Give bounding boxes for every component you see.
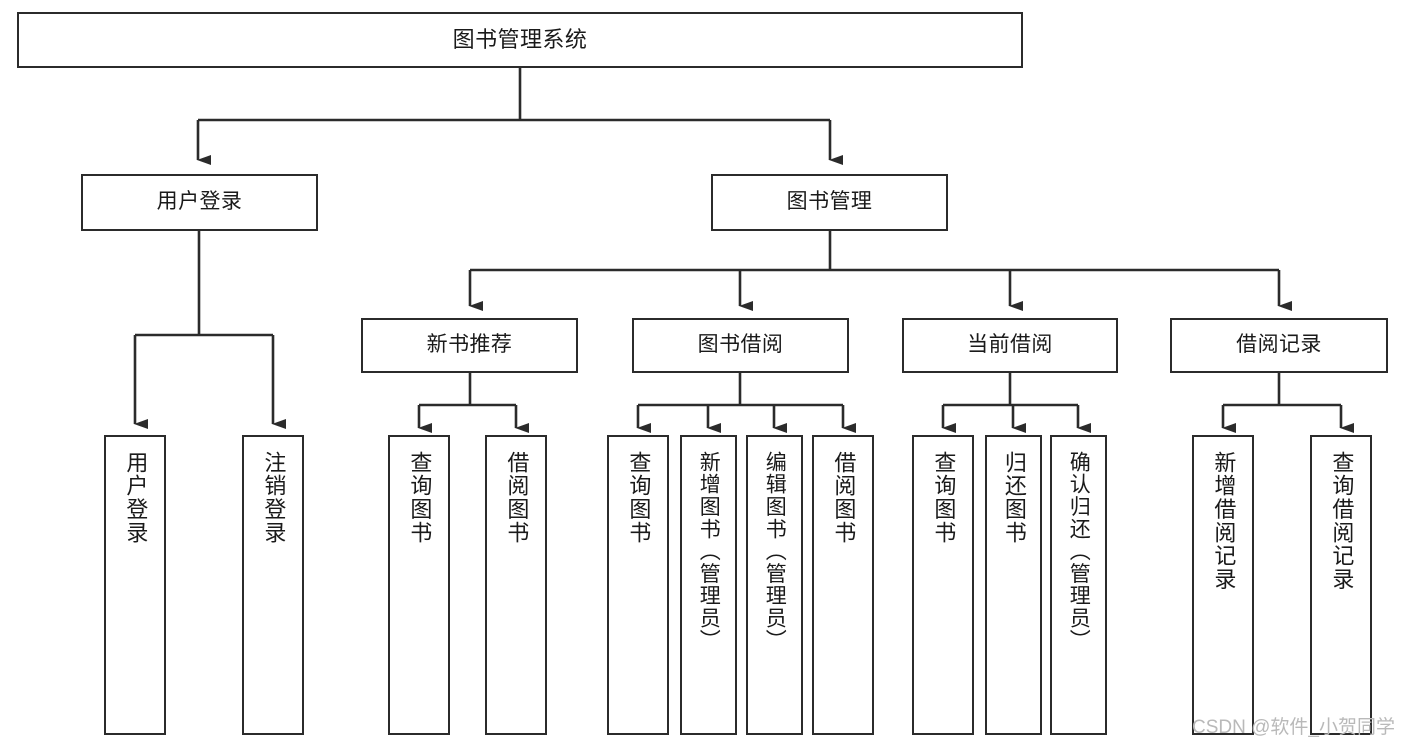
node-leaf-query-books-3-label: 查询图书: [931, 451, 957, 545]
node-user-login-label: 用户登录: [156, 190, 243, 214]
node-leaf-query-books-3[interactable]: 查询图书: [912, 435, 974, 735]
node-book-management[interactable]: 图书管理: [711, 174, 948, 231]
csdn-watermark: CSDN @软件_小贺同学: [1192, 717, 1395, 738]
node-current-borrow[interactable]: 当前借阅: [902, 318, 1118, 373]
node-leaf-user-login-label: 用户登录: [123, 451, 149, 545]
node-borrow-record[interactable]: 借阅记录: [1170, 318, 1388, 373]
node-leaf-confirm-return-admin-label: 确认归还（管理员）: [1067, 451, 1091, 652]
node-user-login[interactable]: 用户登录: [81, 174, 318, 231]
node-leaf-borrow-books-1-label: 借阅图书: [504, 451, 530, 545]
node-leaf-borrow-books-2-label: 借阅图书: [831, 451, 857, 545]
node-book-borrow-label: 图书借阅: [697, 333, 784, 357]
node-borrow-record-label: 借阅记录: [1236, 333, 1322, 357]
node-leaf-add-borrow-record-label: 新增借阅记录: [1211, 451, 1237, 591]
node-leaf-query-books-1[interactable]: 查询图书: [388, 435, 450, 735]
node-root-label: 图书管理系统: [452, 27, 588, 53]
node-leaf-add-book-admin-label: 新增图书（管理员）: [697, 451, 721, 652]
node-new-book-recommend-label: 新书推荐: [426, 333, 513, 357]
node-leaf-add-book-admin[interactable]: 新增图书（管理员）: [680, 435, 737, 735]
node-leaf-add-borrow-record[interactable]: 新增借阅记录: [1192, 435, 1254, 735]
node-book-management-label: 图书管理: [786, 190, 873, 214]
node-leaf-query-books-2[interactable]: 查询图书: [607, 435, 669, 735]
node-leaf-query-borrow-record-label: 查询借阅记录: [1329, 451, 1355, 591]
node-leaf-confirm-return-admin[interactable]: 确认归还（管理员）: [1050, 435, 1107, 735]
node-book-borrow[interactable]: 图书借阅: [632, 318, 849, 373]
node-new-book-recommend[interactable]: 新书推荐: [361, 318, 578, 373]
node-leaf-query-books-1-label: 查询图书: [407, 451, 433, 545]
node-leaf-user-login[interactable]: 用户登录: [104, 435, 166, 735]
node-leaf-query-borrow-record[interactable]: 查询借阅记录: [1310, 435, 1372, 735]
node-leaf-edit-book-admin[interactable]: 编辑图书（管理员）: [746, 435, 803, 735]
node-leaf-edit-book-admin-label: 编辑图书（管理员）: [763, 451, 787, 652]
node-leaf-borrow-books-1[interactable]: 借阅图书: [485, 435, 547, 735]
node-leaf-borrow-books-2[interactable]: 借阅图书: [812, 435, 874, 735]
node-leaf-logout-login-label: 注销登录: [261, 451, 287, 545]
node-current-borrow-label: 当前借阅: [967, 333, 1053, 357]
node-leaf-return-books[interactable]: 归还图书: [985, 435, 1042, 735]
node-leaf-return-books-label: 归还图书: [1001, 451, 1027, 545]
node-leaf-logout-login[interactable]: 注销登录: [242, 435, 304, 735]
node-leaf-query-books-2-label: 查询图书: [626, 451, 652, 545]
node-root[interactable]: 图书管理系统: [17, 12, 1023, 68]
